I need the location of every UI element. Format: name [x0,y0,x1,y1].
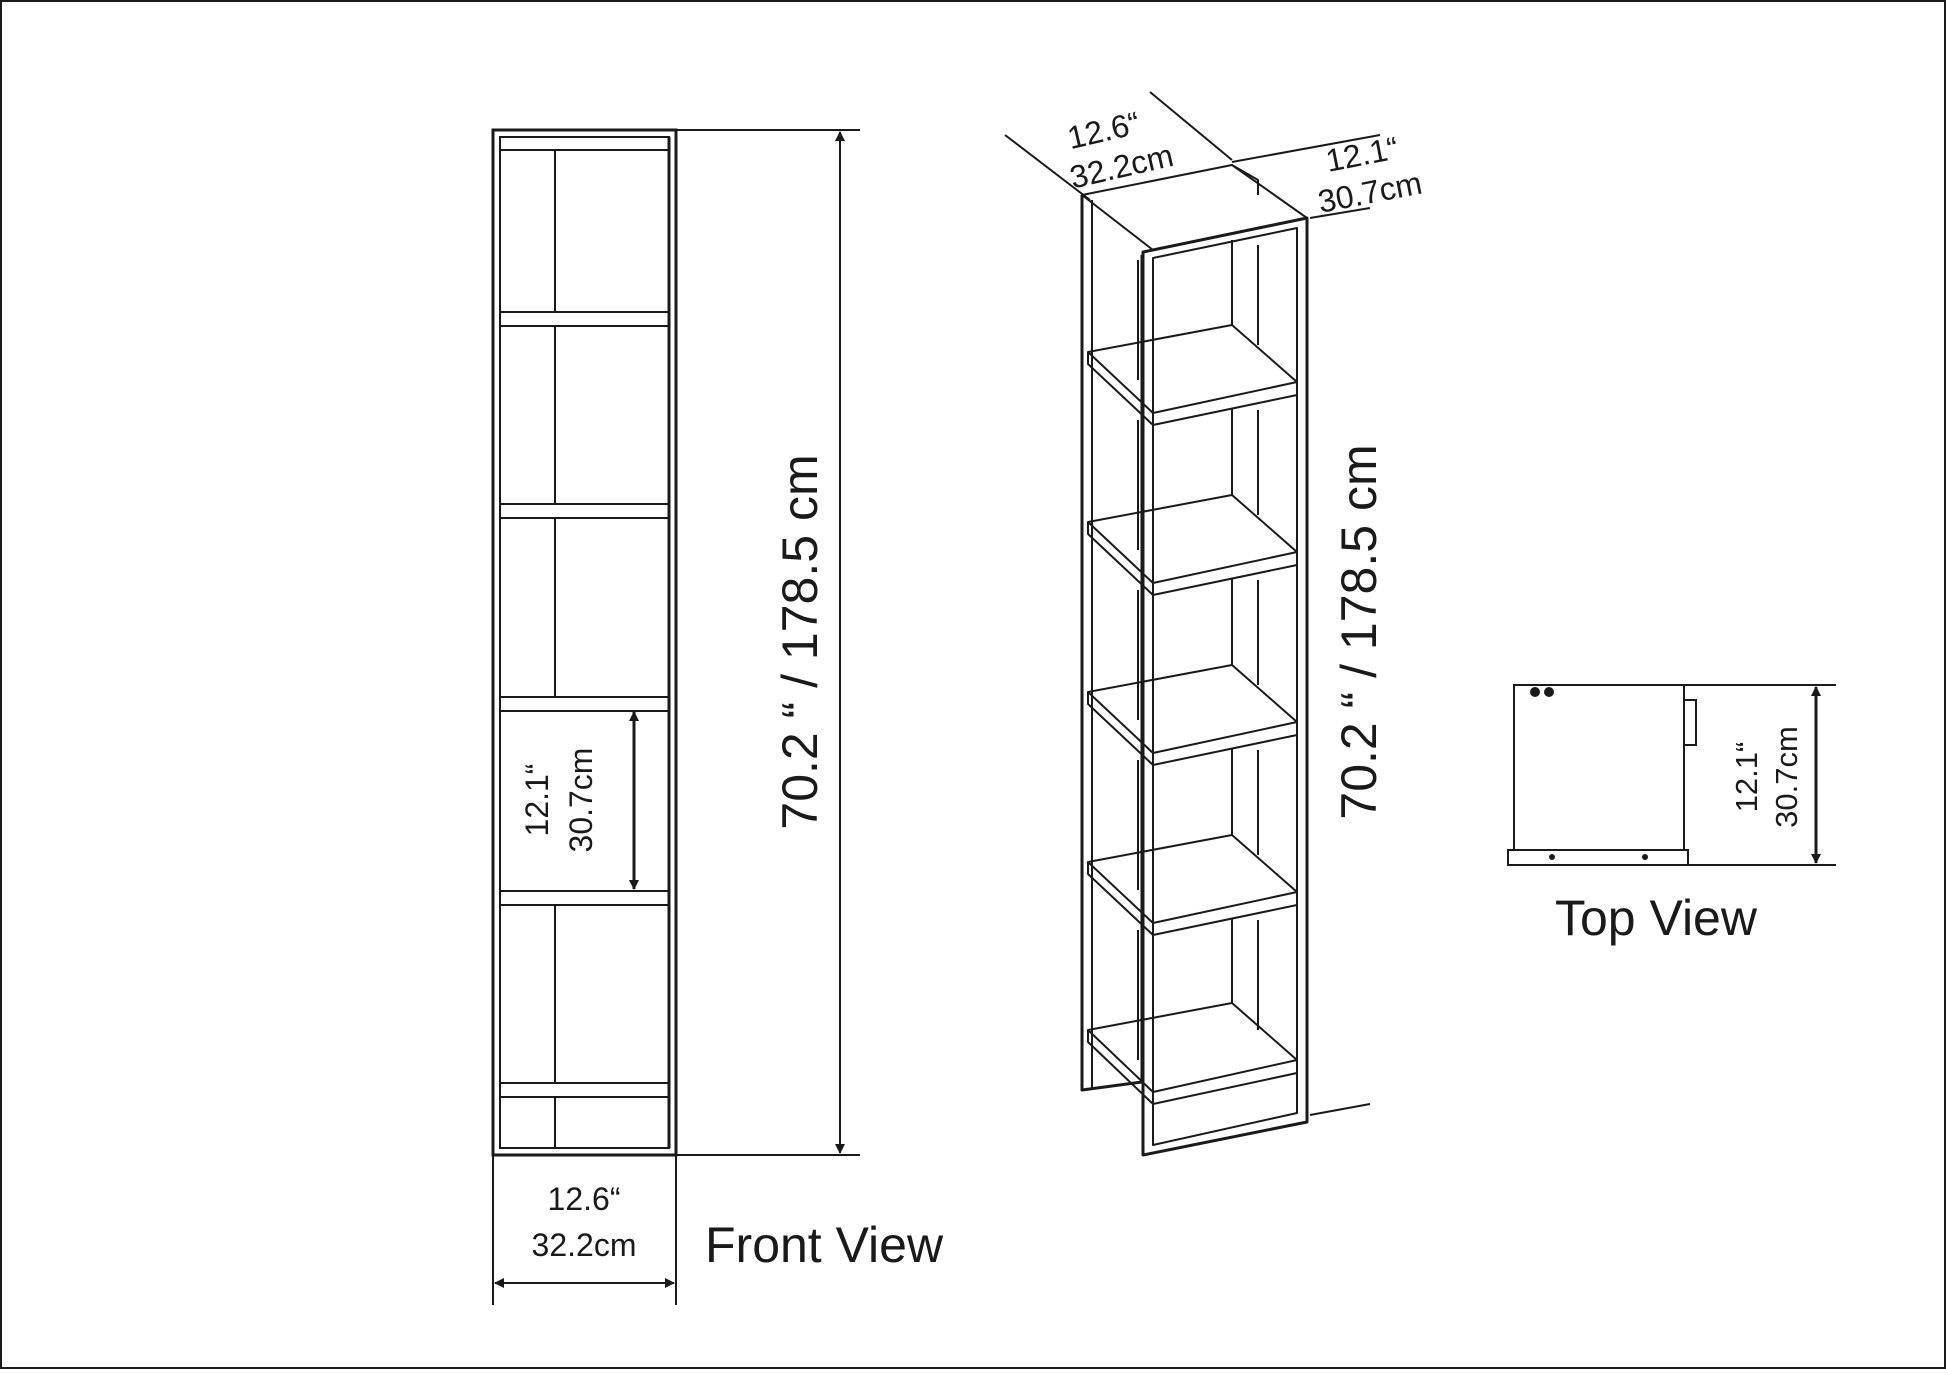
top-view-holes [1530,687,1648,860]
front-frame-inner [499,136,670,1149]
top-view-title: Top View [1555,890,1758,946]
front-height-dimension [676,129,860,1156]
front-width-dimension [492,1155,677,1305]
front-view-title: Front View [705,1217,944,1273]
perspective-height-label: 70.2 “ / 178.5 cm [1331,444,1387,819]
top-view-drawing [1507,684,1836,866]
front-width-inch-label: 12.6“ [548,1181,621,1217]
front-width-cm-label: 32.2cm [532,1227,637,1263]
top-depth-inch-label: 12.1“ [1729,742,1764,813]
front-shelf-inch-label: 12.1“ [519,764,555,837]
front-frame-outer [491,128,678,1157]
perspective-view-drawing [1080,164,1309,1157]
perspective-dimension-lines [1004,91,1381,1116]
front-shelf-cm-label: 30.7cm [563,748,599,853]
top-depth-cm-label: 30.7cm [1769,726,1804,828]
front-view-drawing [491,128,678,1157]
front-height-label: 70.2 “ / 178.5 cm [772,454,828,829]
